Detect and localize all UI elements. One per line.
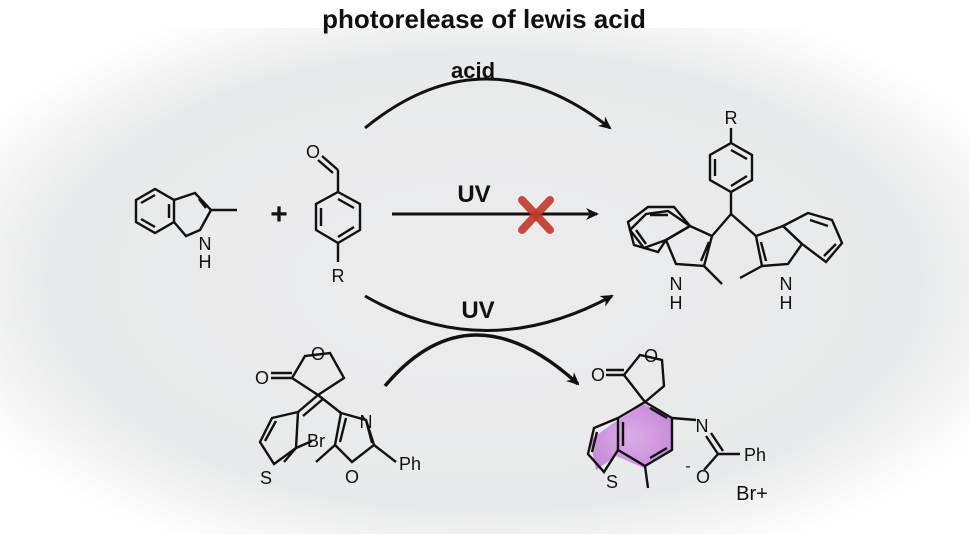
closed-o-ring-label: O [644, 346, 658, 366]
product-r-label: R [725, 108, 738, 128]
closed-ph-label: Ph [744, 445, 766, 465]
bisindolylmethane-structure [626, 128, 844, 285]
closed-o-carbonyl-label: O [591, 365, 605, 385]
closed-o-minus-label: O [696, 467, 710, 487]
uv-lower-arrow [364, 294, 614, 332]
switch-o-carbonyl-label: O [255, 368, 269, 388]
product-right-h-label: H [780, 293, 793, 313]
indole-h-label: H [199, 252, 212, 272]
product-left-h-label: H [670, 293, 683, 313]
benzaldehyde-structure [314, 155, 362, 262]
open-photoswitch-structure [258, 351, 397, 466]
switch-br-label: Br [307, 431, 325, 451]
switch-n-label: N [360, 412, 373, 432]
plus-sign: + [270, 198, 288, 231]
closed-minus-label: - [685, 458, 690, 475]
aldehyde-o-label: O [306, 142, 320, 162]
uv-lower-label: UV [461, 297, 494, 324]
acid-arrow [364, 77, 612, 130]
product-left-n-label: N [670, 274, 683, 294]
switch-ph-label: Ph [399, 454, 421, 474]
page-title: photorelease of lewis acid [322, 4, 646, 34]
switch-o-oxazole-label: O [345, 467, 359, 487]
switch-s-label: S [260, 468, 272, 488]
methylindole-structure [134, 187, 237, 238]
switch-o-ring-label: O [311, 344, 325, 364]
closed-s-label: S [606, 472, 618, 492]
blocked-x-icon [518, 196, 554, 234]
background-panel [0, 28, 969, 534]
uv-middle-label: UV [457, 181, 490, 208]
closed-photoswitch-highlight [590, 404, 672, 470]
aldehyde-r-label: R [332, 266, 345, 286]
acid-label: acid [451, 58, 495, 83]
photoswitch-arrow [383, 333, 580, 388]
indole-n-label: N [199, 234, 212, 254]
product-right-n-label: N [780, 274, 793, 294]
closed-br-label: Br+ [736, 483, 768, 505]
closed-n-label: N [696, 416, 709, 436]
closed-photoswitch-structure [586, 353, 740, 489]
